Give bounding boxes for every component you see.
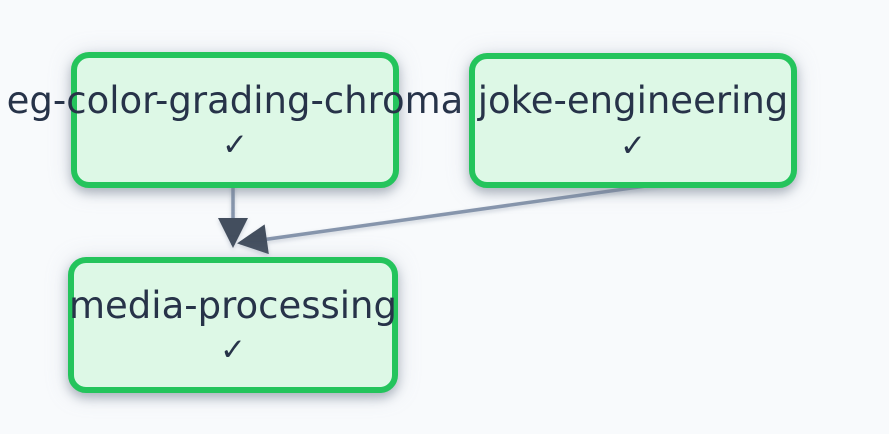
checkmark-icon: ✓ xyxy=(620,127,646,164)
checkmark-icon: ✓ xyxy=(220,332,246,369)
node-label: eg-color-grading-chroma xyxy=(6,78,464,122)
checkmark-icon: ✓ xyxy=(222,127,248,164)
graph-node-joke-engineering[interactable]: joke-engineering ✓ xyxy=(469,53,797,188)
node-label: media-processing xyxy=(69,283,397,327)
node-label: joke-engineering xyxy=(477,79,789,123)
graph-node-eg-color-grading-chroma[interactable]: eg-color-grading-chroma ✓ xyxy=(7,52,463,188)
graph-node-media-processing[interactable]: media-processing ✓ xyxy=(68,257,398,393)
edge-joke-engineering-to-media-processing xyxy=(237,175,711,255)
